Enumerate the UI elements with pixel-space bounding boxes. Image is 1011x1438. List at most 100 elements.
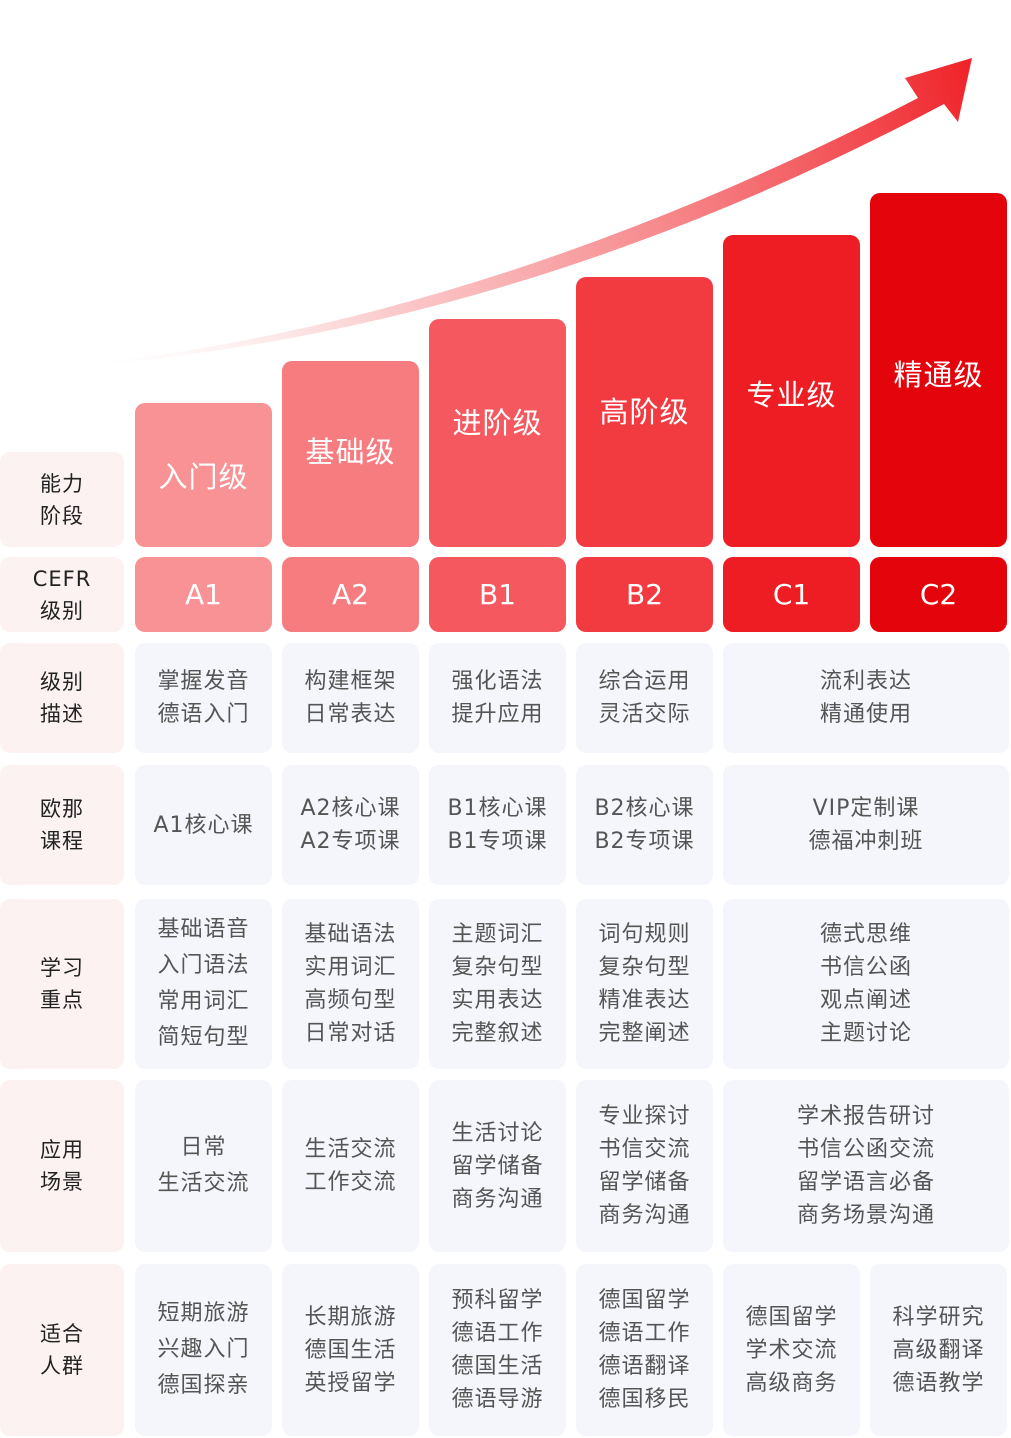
focus-line: 观点阐述 (819, 988, 912, 1013)
row-header-desc-line1: 级别 (40, 670, 84, 694)
crowd-line: 德国移民 (598, 1387, 691, 1412)
level-block-6: 精通级 (870, 193, 1007, 547)
focus-line: 常用词汇 (157, 989, 250, 1014)
scene-line: 专业探讨 (598, 1104, 691, 1129)
crowd-line: 预科留学 (451, 1288, 544, 1313)
level-block-3: 进阶级 (429, 319, 566, 547)
cefr-label: C2 (919, 578, 958, 611)
desc-line: 提升应用 (451, 702, 544, 727)
scene-line: 生活讨论 (451, 1120, 544, 1146)
crowd-line: 学术交流 (745, 1337, 838, 1363)
course-cell-b1: B1核心课 B1专项课 (429, 765, 566, 885)
cefr-label: A2 (332, 578, 369, 611)
desc-line: 日常表达 (304, 702, 397, 727)
scene-line: 商务沟通 (598, 1203, 691, 1228)
course-cell-a2: A2核心课 A2专项课 (282, 765, 419, 885)
scene-cell-a1: 日常 生活交流 (135, 1080, 272, 1252)
course-line: B2核心课 (594, 796, 695, 821)
crowd-line: 高级翻译 (892, 1337, 985, 1363)
focus-line: 主题讨论 (819, 1021, 912, 1046)
row-header-course-line1: 欧那 (40, 797, 84, 821)
course-cell-b2: B2核心课 B2专项课 (576, 765, 713, 885)
crowd-line: 德语工作 (598, 1321, 691, 1346)
scene-line: 书信交流 (598, 1137, 691, 1162)
focus-line: 入门语法 (157, 953, 250, 978)
course-line: A2专项课 (300, 829, 401, 854)
scene-cell-b1: 生活讨论 留学储备 商务沟通 (429, 1080, 566, 1252)
row-header-focus: 学习 重点 (0, 899, 124, 1069)
desc-cell-c: 流利表达 精通使用 (723, 643, 1009, 753)
focus-line: 基础语音 (157, 917, 250, 942)
focus-line: 书信公函 (819, 955, 912, 980)
desc-line: 强化语法 (451, 669, 544, 694)
row-header-desc: 级别 描述 (0, 643, 124, 753)
scene-line: 生活交流 (304, 1137, 397, 1162)
focus-line: 复杂句型 (451, 955, 544, 980)
crowd-cell-a2: 长期旅游 德国生活 英授留学 (282, 1264, 419, 1436)
scene-cell-b2: 专业探讨 书信交流 留学储备 商务沟通 (576, 1080, 713, 1252)
scene-line: 书信公函交流 (796, 1137, 935, 1162)
level-label: 精通级 (893, 358, 984, 392)
scene-line: 留学储备 (451, 1153, 544, 1179)
crowd-line: 德国探亲 (157, 1373, 250, 1398)
row-header-focus-line1: 学习 (40, 956, 84, 980)
focus-line: 德式思维 (819, 922, 912, 947)
desc-cell-a1: 掌握发音 德语入门 (135, 643, 272, 753)
row-header-crowd: 适合 人群 (0, 1264, 124, 1436)
cefr-badge-b2: B2 (576, 557, 713, 632)
course-line: B1核心课 (447, 796, 548, 821)
row-header-crowd-line2: 人群 (40, 1354, 84, 1378)
row-header-course-line2: 课程 (40, 829, 84, 853)
focus-cell-a2: 基础语法 实用词汇 高频句型 日常对话 (282, 899, 419, 1069)
cefr-label: C1 (772, 578, 811, 611)
crowd-line: 德语导游 (451, 1387, 544, 1412)
crowd-line: 英授留学 (304, 1370, 397, 1396)
level-label: 入门级 (158, 460, 249, 494)
cefr-label: B2 (625, 578, 664, 611)
cefr-badge-a1: A1 (135, 557, 272, 632)
focus-cell-c: 德式思维 书信公函 观点阐述 主题讨论 (723, 899, 1009, 1069)
row-header-ability: 能力 阶段 (0, 452, 124, 547)
row-header-ability-line2: 阶段 (40, 503, 84, 528)
level-label: 专业级 (746, 378, 837, 412)
focus-line: 复杂句型 (598, 955, 691, 980)
desc-line: 掌握发音 (157, 669, 250, 694)
crowd-line: 德国生活 (304, 1337, 397, 1363)
scene-line: 日常 (180, 1135, 227, 1160)
cefr-label: A1 (185, 578, 222, 611)
desc-line: 德语入门 (157, 702, 250, 727)
crowd-line: 德语翻译 (598, 1354, 691, 1379)
focus-line: 完整阐述 (598, 1021, 691, 1046)
focus-cell-b2: 词句规则 复杂句型 精准表达 完整阐述 (576, 899, 713, 1069)
course-cell-c: VIP定制课 德福冲刺班 (723, 765, 1009, 885)
focus-cell-b1: 主题词汇 复杂句型 实用表达 完整叙述 (429, 899, 566, 1069)
focus-line: 完整叙述 (451, 1021, 544, 1046)
focus-line: 实用表达 (451, 988, 544, 1013)
desc-line: 灵活交际 (598, 702, 691, 727)
crowd-line: 德国留学 (598, 1288, 691, 1313)
row-header-ability-line1: 能力 (40, 471, 84, 496)
row-header-focus-line2: 重点 (40, 988, 84, 1012)
desc-line: 构建框架 (304, 669, 397, 694)
row-header-cefr-line1: CEFR (32, 566, 92, 591)
scene-line: 生活交流 (157, 1171, 250, 1196)
row-header-scene-line2: 场景 (40, 1170, 84, 1194)
focus-line: 主题词汇 (451, 922, 544, 947)
desc-line: 流利表达 (819, 669, 912, 694)
cefr-badge-a2: A2 (282, 557, 419, 632)
scene-line: 商务场景沟通 (796, 1203, 935, 1228)
crowd-line: 短期旅游 (157, 1301, 250, 1326)
row-header-scene-line1: 应用 (40, 1138, 84, 1162)
level-block-1: 入门级 (135, 403, 272, 547)
crowd-line: 德国留学 (745, 1304, 838, 1330)
row-header-cefr-line2: 级别 (40, 598, 84, 623)
row-header-scene: 应用 场景 (0, 1080, 124, 1252)
scene-cell-c: 学术报告研讨 书信公函交流 留学语言必备 商务场景沟通 (723, 1080, 1009, 1252)
crowd-line: 德国生活 (451, 1354, 544, 1379)
desc-cell-b2: 综合运用 灵活交际 (576, 643, 713, 753)
crowd-line: 德语工作 (451, 1321, 544, 1346)
focus-line: 高频句型 (304, 988, 397, 1013)
crowd-line: 兴趣入门 (157, 1337, 250, 1362)
crowd-line: 科学研究 (892, 1304, 985, 1330)
level-block-4: 高阶级 (576, 277, 713, 547)
